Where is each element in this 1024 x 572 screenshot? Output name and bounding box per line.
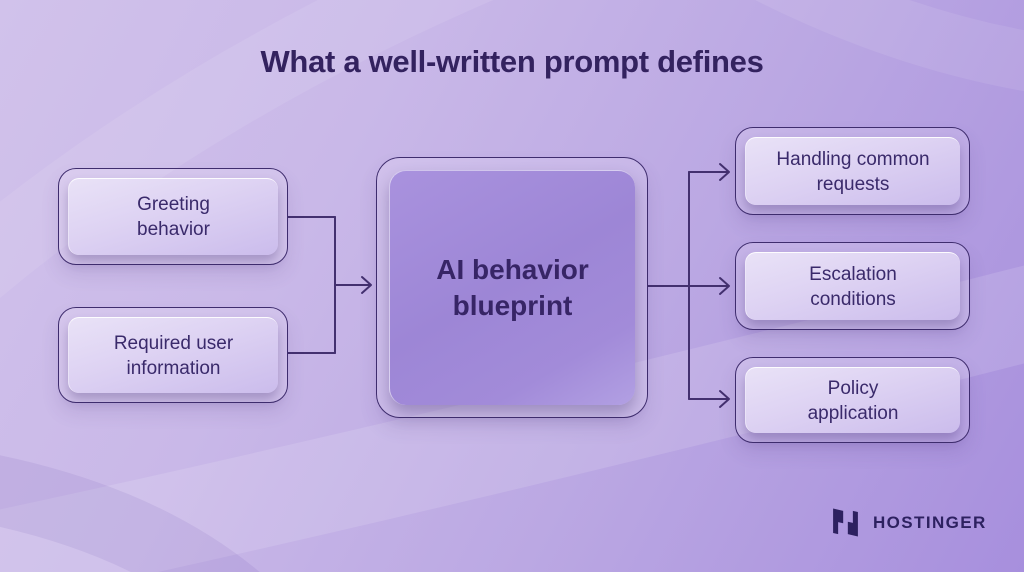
node-label: AI behavior blueprint xyxy=(436,254,589,321)
node-glass: Required user information xyxy=(68,317,278,393)
node-glass: AI behavior blueprint xyxy=(389,170,635,405)
arrowhead-center-icon xyxy=(361,276,372,294)
node-label: Escalation conditions xyxy=(809,263,897,310)
arrowhead-output3-icon xyxy=(719,390,730,408)
node-ai-behavior-blueprint: AI behavior blueprint xyxy=(376,157,648,418)
page-title: What a well-written prompt defines xyxy=(260,44,764,79)
node-glass: Handling common requests xyxy=(745,137,960,205)
node-label: Greeting behavior xyxy=(137,194,210,240)
node-label: Handling common requests xyxy=(776,148,930,195)
hostinger-logo-text: HOSTINGER xyxy=(873,512,987,532)
arrowhead-output2-icon xyxy=(719,277,730,295)
node-label: Required user information xyxy=(113,332,234,379)
node-policy-application: Policy application xyxy=(735,357,970,443)
node-escalation-conditions: Escalation conditions xyxy=(735,242,970,330)
node-greeting-behavior: Greeting behavior xyxy=(58,168,288,265)
hostinger-logo: HOSTINGER xyxy=(830,504,987,541)
node-handling-common-requests: Handling common requests xyxy=(735,127,970,215)
node-required-user-information: Required user information xyxy=(58,307,288,403)
node-label: Policy application xyxy=(807,377,899,424)
node-glass: Escalation conditions xyxy=(745,252,960,320)
hostinger-h-icon xyxy=(833,508,858,537)
arrowhead-output1-icon xyxy=(719,163,730,181)
node-glass: Greeting behavior xyxy=(68,178,278,255)
node-glass: Policy application xyxy=(745,367,960,433)
